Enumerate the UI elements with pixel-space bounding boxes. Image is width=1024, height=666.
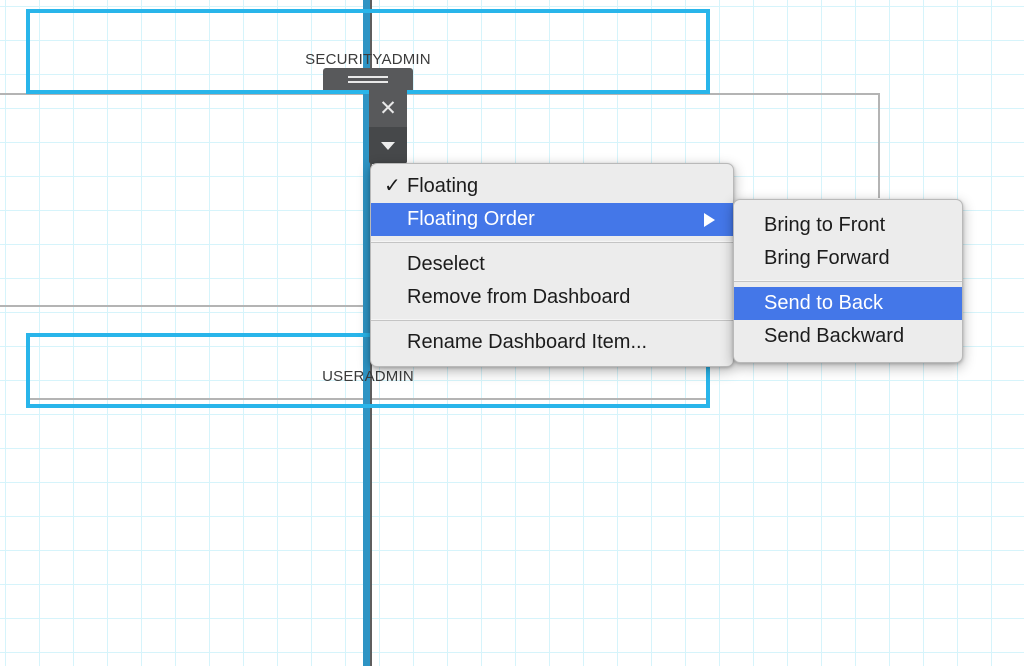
submenu-item-send-backward[interactable]: Send Backward <box>734 320 962 353</box>
sheet-outline-right-vertical <box>878 93 880 198</box>
context-menu[interactable]: ✓ Floating Floating Order Deselect Remov… <box>370 163 734 367</box>
submenu-item-bring-to-front[interactable]: Bring to Front <box>734 209 962 242</box>
chevron-right-icon <box>704 212 715 227</box>
menu-item-rename-dashboard-item[interactable]: Rename Dashboard Item... <box>371 326 733 359</box>
dashboard-item-drag-grip[interactable] <box>323 68 413 90</box>
dashboard-item-useradmin[interactable]: USERADMIN <box>26 333 710 408</box>
menu-item-floating-order-label: Floating Order <box>407 208 535 230</box>
submenu-item-bring-to-front-label: Bring to Front <box>764 214 886 236</box>
submenu-item-send-to-back[interactable]: Send to Back <box>734 287 962 320</box>
menu-item-rename-dashboard-item-label: Rename Dashboard Item... <box>407 331 648 353</box>
submenu-separator-1 <box>734 280 962 282</box>
chevron-down-glyph <box>381 141 395 150</box>
drag-grip-icon-line-2 <box>348 80 388 83</box>
dashboard-item-securityadmin-label: SECURITYADMIN <box>305 51 431 68</box>
menu-separator-1 <box>371 241 733 243</box>
floating-order-submenu[interactable]: Bring to Front Bring Forward Send to Bac… <box>733 199 963 363</box>
submenu-item-bring-forward[interactable]: Bring Forward <box>734 242 962 275</box>
menu-item-floating-order[interactable]: Floating Order <box>371 203 733 236</box>
menu-item-floating[interactable]: ✓ Floating <box>371 170 733 203</box>
menu-item-deselect-label: Deselect <box>407 253 485 275</box>
sheet-outline-top-horizontal <box>0 93 880 95</box>
submenu-item-bring-forward-label: Bring Forward <box>764 247 890 269</box>
submenu-item-send-to-back-label: Send to Back <box>764 292 883 314</box>
dashboard-item-toolbar[interactable]: ✕ <box>369 90 407 164</box>
chevron-down-icon[interactable] <box>369 127 407 164</box>
menu-item-deselect[interactable]: Deselect <box>371 248 733 281</box>
submenu-item-send-backward-label: Send Backward <box>764 325 905 347</box>
close-icon[interactable]: ✕ <box>369 90 407 127</box>
drag-grip-icon-line-1 <box>348 75 388 78</box>
menu-item-floating-label: Floating <box>407 175 479 197</box>
menu-item-remove-from-dashboard-label: Remove from Dashboard <box>407 286 631 308</box>
check-icon: ✓ <box>384 175 401 197</box>
menu-separator-2 <box>371 319 733 321</box>
dashboard-item-securityadmin[interactable]: SECURITYADMIN <box>26 9 710 94</box>
dashboard-item-useradmin-label: USERADMIN <box>322 368 414 385</box>
menu-item-remove-from-dashboard[interactable]: Remove from Dashboard <box>371 281 733 314</box>
